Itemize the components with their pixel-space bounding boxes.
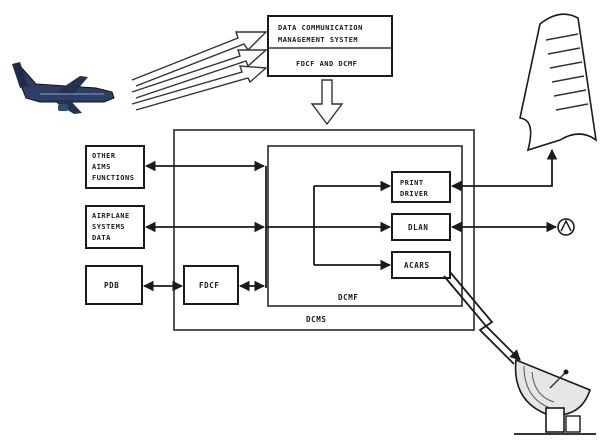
svg-text:SYSTEMS: SYSTEMS — [92, 223, 125, 231]
other-aims-box: OTHER AIMS FUNCTIONS — [85, 145, 145, 189]
svg-text:OTHER: OTHER — [92, 152, 116, 160]
svg-text:DLAN: DLAN — [408, 223, 428, 232]
dcms-region-label: DCMS — [306, 315, 326, 324]
svg-text:FDCF: FDCF — [199, 281, 219, 290]
svg-text:AIMS: AIMS — [92, 163, 111, 171]
antenna-terminal-icon — [557, 218, 575, 236]
dcms-top-line3: FDCF AND DCMF — [296, 60, 357, 68]
fdcf-box: FDCF — [183, 265, 239, 305]
satellite-dish-icon — [514, 358, 596, 435]
svg-text:PDB: PDB — [104, 281, 119, 290]
svg-text:AIRPLANE: AIRPLANE — [92, 212, 130, 220]
svg-text:PRINT: PRINT — [400, 179, 424, 187]
pdb-box: PDB — [85, 265, 143, 305]
dcms-top-box: DATA COMMUNICATION MANAGEMENT SYSTEM FDC… — [267, 15, 393, 77]
connections — [142, 148, 558, 365]
dcms-top-line1: DATA COMMUNICATION — [278, 24, 363, 32]
dlan-box: DLAN — [391, 213, 451, 241]
svg-text:ACARS: ACARS — [404, 261, 430, 270]
print-driver-box: PRINT DRIVER — [391, 171, 451, 203]
dcmf-region-label: DCMF — [338, 293, 358, 302]
svg-text:DRIVER: DRIVER — [400, 190, 429, 198]
acars-box: ACARS — [391, 251, 451, 279]
svg-text:FUNCTIONS: FUNCTIONS — [92, 174, 134, 182]
down-hollow-arrow — [310, 79, 344, 126]
airplane-systems-box: AIRPLANE SYSTEMS DATA — [85, 205, 145, 249]
airplane-icon — [12, 62, 115, 114]
svg-text:DATA: DATA — [92, 234, 111, 242]
airplane-to-dcms-arrows — [131, 31, 268, 111]
dcms-top-line2: MANAGEMENT SYSTEM — [278, 36, 358, 44]
printout-paper-icon — [519, 13, 598, 152]
